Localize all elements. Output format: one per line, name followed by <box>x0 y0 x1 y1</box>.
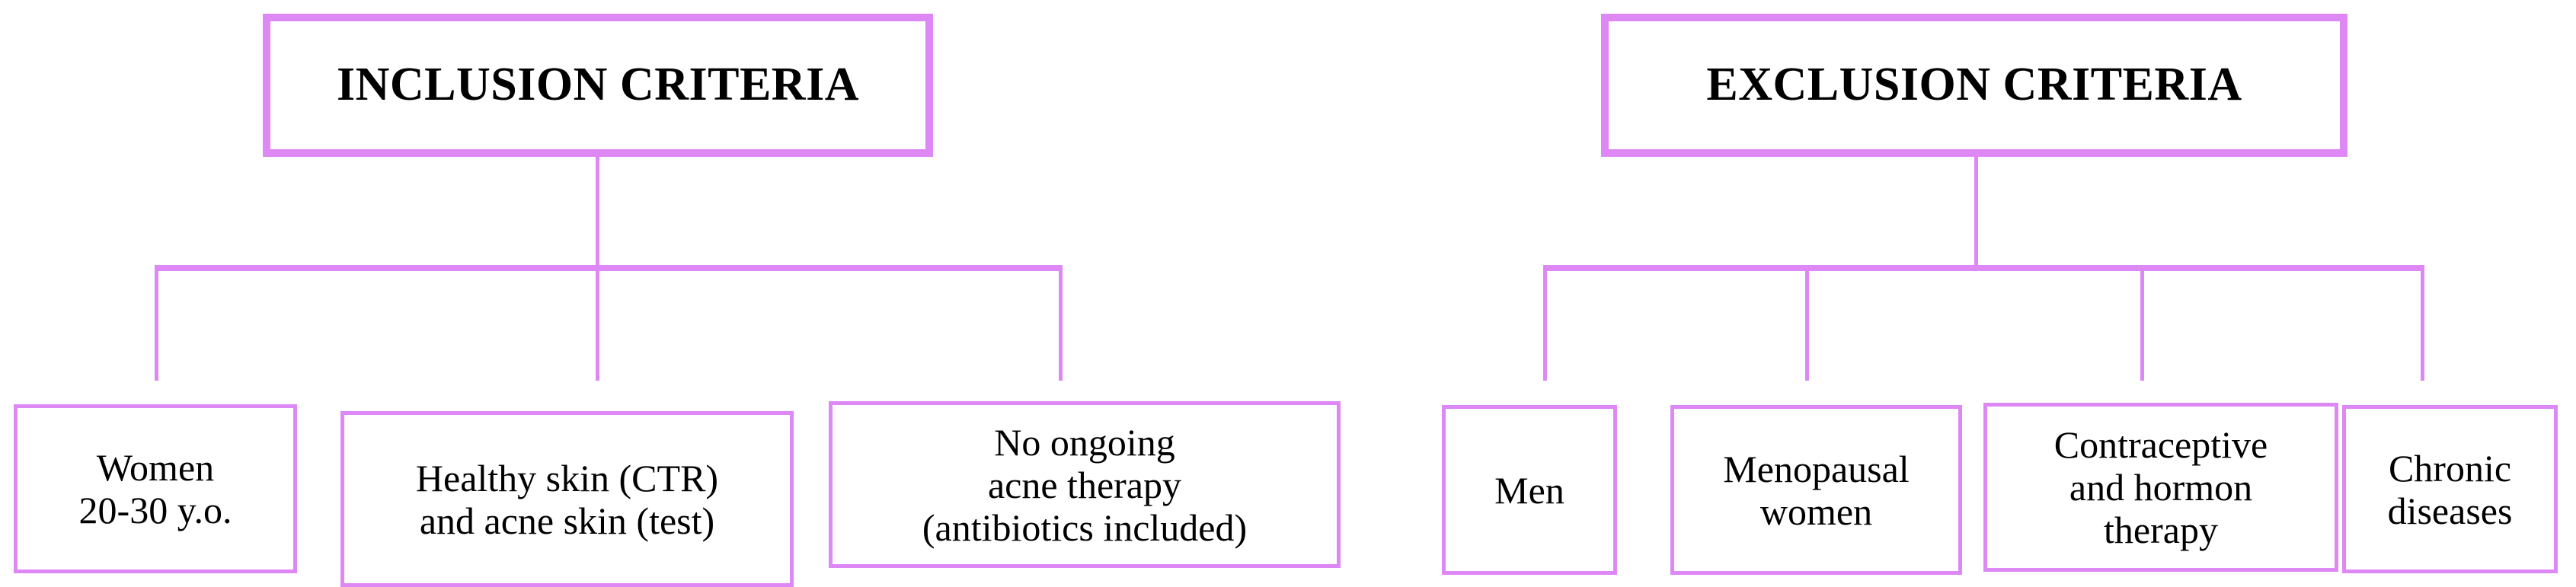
exclusion-criteria-header-box[interactable]: EXCLUSION CRITERIA <box>1601 14 2347 157</box>
exclusion-leaf-label-2: Menopausal women <box>1723 447 1910 533</box>
exclusion-distribution-bar <box>1543 265 2424 271</box>
inclusion-trunk-connector <box>596 157 599 268</box>
exclusion-leaf-label-4: Chronic diseases <box>2387 446 2513 532</box>
exclusion-criteria-title: EXCLUSION CRITERIA <box>1706 59 2242 111</box>
exclusion-leaf-box-4[interactable]: Chronic diseases <box>2342 405 2558 573</box>
inclusion-criteria-title: INCLUSION CRITERIA <box>337 59 859 111</box>
exclusion-drop-connector-4 <box>2421 265 2424 381</box>
inclusion-leaf-label-3: No ongoing acne therapy (antibiotics inc… <box>922 420 1248 549</box>
exclusion-trunk-connector <box>1974 157 1978 268</box>
inclusion-leaf-label-1: Women 20-30 y.o. <box>78 446 232 531</box>
exclusion-drop-connector-2 <box>1805 265 1809 381</box>
inclusion-criteria-header-box[interactable]: INCLUSION CRITERIA <box>263 14 933 157</box>
inclusion-leaf-box-1[interactable]: Women 20-30 y.o. <box>14 404 297 573</box>
exclusion-leaf-label-3: Contraceptive and hormon therapy <box>2053 423 2268 551</box>
exclusion-leaf-box-3[interactable]: Contraceptive and hormon therapy <box>1983 403 2338 572</box>
exclusion-leaf-box-2[interactable]: Menopausal women <box>1670 405 1962 575</box>
exclusion-drop-connector-1 <box>1543 265 1547 381</box>
inclusion-distribution-bar <box>155 265 1063 271</box>
inclusion-leaf-label-2: Healthy skin (CTR) and acne skin (test) <box>415 456 719 542</box>
inclusion-drop-connector-2 <box>596 265 599 381</box>
inclusion-drop-connector-1 <box>155 265 158 381</box>
exclusion-leaf-label-1: Men <box>1494 468 1564 512</box>
exclusion-leaf-box-1[interactable]: Men <box>1442 405 1617 575</box>
inclusion-drop-connector-3 <box>1059 265 1063 381</box>
inclusion-leaf-box-2[interactable]: Healthy skin (CTR) and acne skin (test) <box>340 411 794 587</box>
exclusion-drop-connector-3 <box>2140 265 2144 381</box>
inclusion-leaf-box-3[interactable]: No ongoing acne therapy (antibiotics inc… <box>829 401 1341 568</box>
